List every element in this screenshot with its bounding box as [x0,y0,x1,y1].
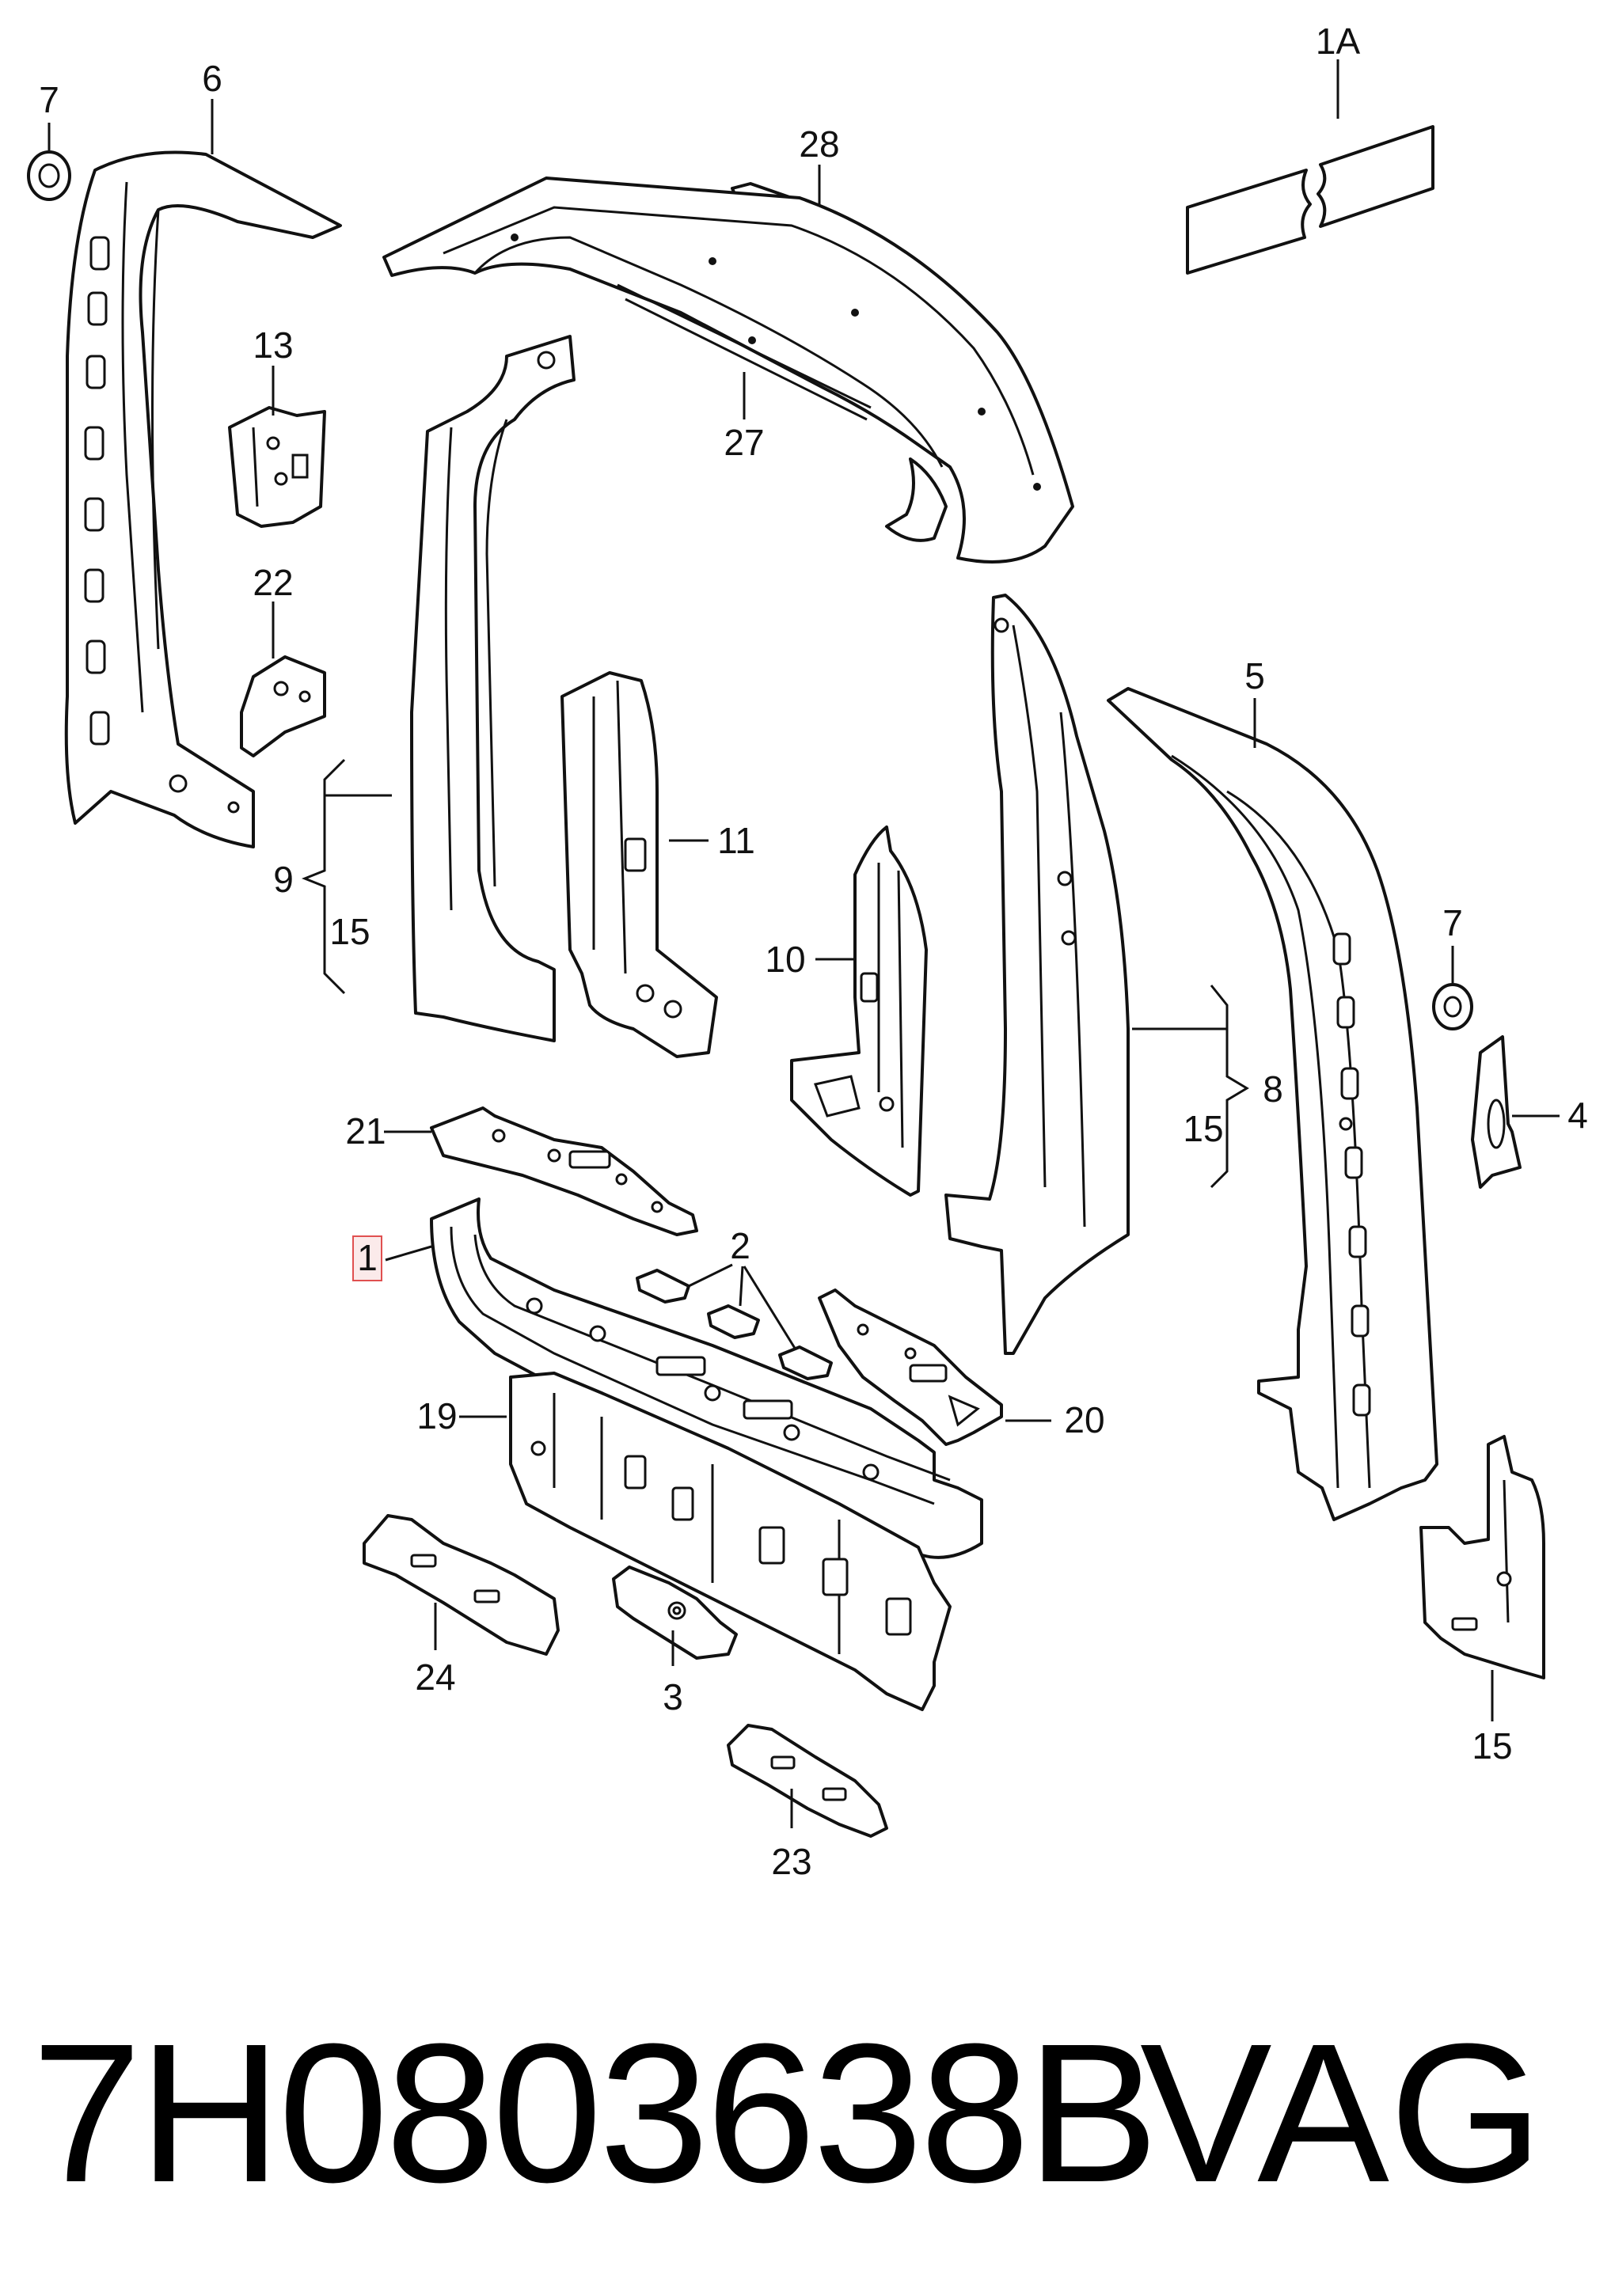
label-8: 8 [1263,1068,1283,1110]
part-19-lower-panel[interactable] [509,1372,952,1711]
label-7a: 7 [39,79,59,120]
label-1a: 1A [1316,21,1361,62]
label-23: 23 [771,1841,811,1882]
part-2-clip-b[interactable] [707,1304,760,1339]
part-2-clip-c[interactable] [778,1345,833,1380]
label-24: 24 [415,1657,455,1698]
part-15-panel-right[interactable] [1419,1435,1545,1679]
label-28: 28 [799,123,839,165]
label-4: 4 [1567,1095,1588,1136]
part-13-bracket[interactable] [228,406,326,528]
exploded-parts-diagram: 1A 28 27 7 [27,21,1588,1882]
part-23-bracket[interactable] [727,1724,888,1838]
bracket-9-15 [301,758,346,995]
part-11-reinforcement[interactable] [560,671,718,1058]
part-2-clip-a[interactable] [636,1269,690,1304]
leader-1 [385,1245,432,1262]
footer: 7H0803638B VAG [32,1994,1583,2248]
label-10: 10 [765,939,805,980]
label-6: 6 [202,58,222,99]
label-7b: 7 [1442,902,1463,943]
part-27-roof-frame[interactable] [382,176,1074,564]
label-1-highlight-box [352,1235,382,1281]
part-3-bracket[interactable] [612,1565,738,1660]
leader-2a [688,1263,733,1288]
part-1a-seal-strip[interactable] [1186,125,1434,275]
label-9: 9 [273,859,294,900]
part-21-bracket[interactable] [430,1106,698,1236]
part-7-grommet-right[interactable] [1432,983,1473,1030]
label-27: 27 [724,422,764,463]
brand-name: VAG [1140,2002,1544,2223]
label-13: 13 [253,324,293,366]
leader-2b [739,1266,744,1307]
label-2: 2 [730,1225,750,1266]
label-15a: 15 [329,911,370,952]
label-3: 3 [663,1676,683,1717]
part-7-grommet-left[interactable] [27,150,71,201]
part-20-bracket[interactable] [818,1288,1003,1446]
part-5-side-pillar-right[interactable] [1107,687,1438,1521]
leader-2c [743,1266,797,1350]
part-4-bracket[interactable] [1471,1035,1522,1189]
part-8-inner-pillar-right[interactable] [944,594,1130,1355]
part-22-bracket[interactable] [240,655,326,757]
part-24-bracket[interactable] [363,1514,560,1656]
label-22: 22 [253,562,293,603]
label-19: 19 [416,1395,457,1436]
label-15b: 15 [1183,1108,1223,1149]
label-15c: 15 [1472,1725,1512,1767]
part-number: 7H0803638B [32,2002,1159,2223]
label-20: 20 [1064,1399,1104,1440]
part-1-cross-member[interactable] [430,1197,983,1559]
part-10-reinforcement[interactable] [790,825,928,1197]
part-6-side-pillar-left[interactable] [64,150,342,848]
label-21: 21 [345,1110,386,1152]
label-1: 1 [357,1237,378,1278]
label-5: 5 [1244,655,1265,696]
label-11: 11 [717,820,755,861]
bracket-8-15 [1210,985,1249,1189]
part-9-inner-pillar-left[interactable] [410,335,576,1042]
